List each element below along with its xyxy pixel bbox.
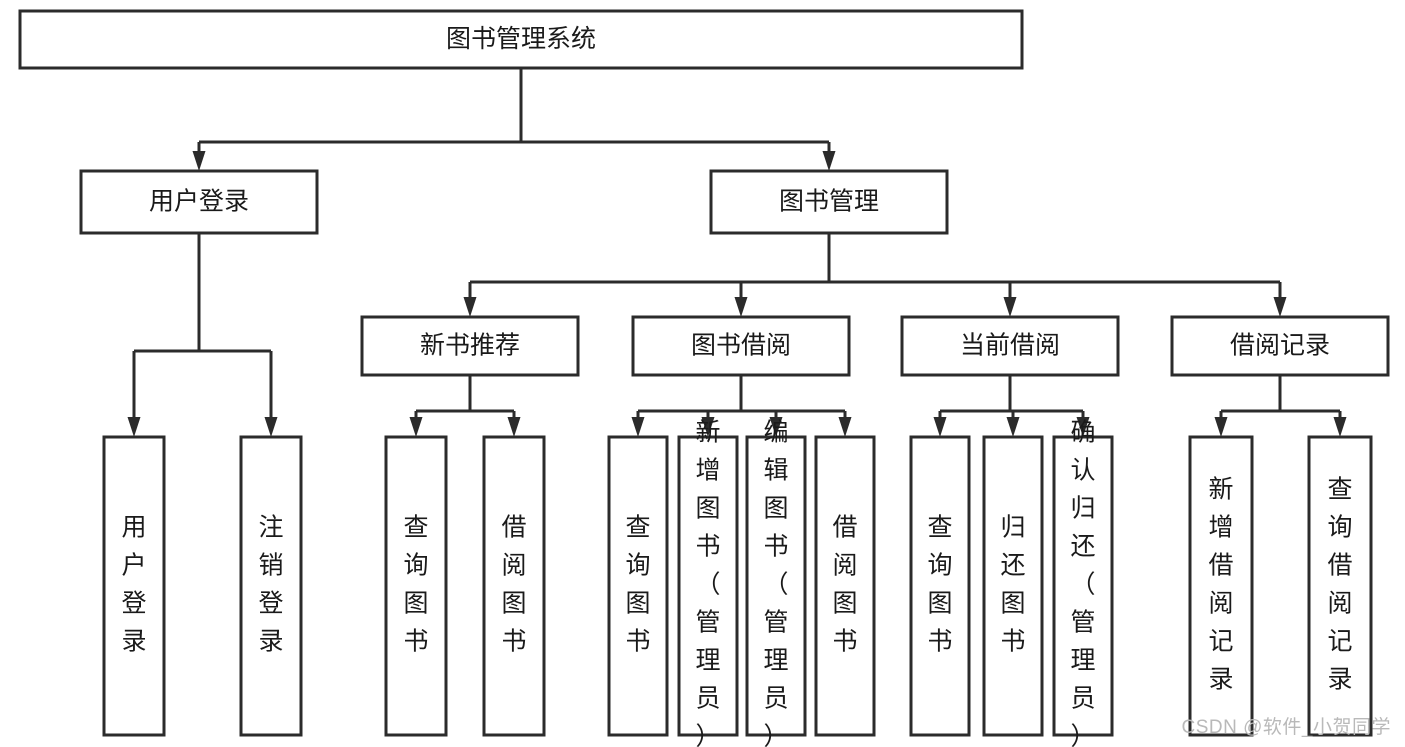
connector-group-borrow-record <box>1214 375 1347 437</box>
arrowhead-icon <box>1006 417 1020 437</box>
node-label: 查询图书 <box>403 514 428 656</box>
connector-group-root <box>192 68 836 171</box>
arrowhead-icon <box>192 151 206 171</box>
node-current-borrow[interactable]: 当前借阅 <box>900 315 1120 377</box>
node-label: 用户登录 <box>149 188 249 216</box>
arrowhead-icon <box>507 417 521 437</box>
node-box <box>79 169 319 235</box>
node-box <box>18 9 1024 70</box>
arrowhead-icon <box>1076 417 1090 437</box>
node-box <box>677 435 739 737</box>
node-box <box>1052 435 1114 737</box>
node-box <box>360 315 580 377</box>
arrowhead-icon <box>1003 297 1017 317</box>
node-book-manage[interactable]: 图书管理 <box>709 169 949 235</box>
edge-layer <box>127 68 1347 437</box>
node-book-borrow[interactable]: 图书借阅 <box>631 315 851 377</box>
arrowhead-icon <box>1214 417 1228 437</box>
arrowhead-icon <box>127 417 141 437</box>
connector-group-book-manage <box>463 233 1287 317</box>
node-box <box>982 435 1044 737</box>
node-label: 借阅记录 <box>1230 332 1330 360</box>
node-box <box>102 435 166 737</box>
node-leaf-return-book[interactable]: 归还图书 <box>982 435 1044 737</box>
node-label: 归还图书 <box>1000 514 1025 656</box>
node-box <box>814 435 876 737</box>
arrowhead-icon <box>463 297 477 317</box>
node-leaf-query-book-1[interactable]: 查询图书 <box>384 435 448 737</box>
node-box <box>1307 435 1373 737</box>
node-leaf-user-logout[interactable]: 注销登录 <box>239 435 303 737</box>
node-label: 新增图书（管理员） <box>695 419 720 747</box>
node-box <box>607 435 669 737</box>
connector-group-user-login <box>127 233 278 437</box>
node-root[interactable]: 图书管理系统 <box>18 9 1024 70</box>
node-leaf-borrow-book-1[interactable]: 借阅图书 <box>482 435 546 737</box>
node-leaf-query-book-2[interactable]: 查询图书 <box>607 435 669 737</box>
node-label: 借阅图书 <box>832 514 857 656</box>
arrowhead-icon <box>264 417 278 437</box>
node-label: 新书推荐 <box>420 332 520 360</box>
node-box <box>482 435 546 737</box>
node-label: 注销登录 <box>258 514 283 656</box>
node-box <box>384 435 448 737</box>
node-box <box>900 315 1120 377</box>
node-label: 查询图书 <box>927 514 952 656</box>
arrowhead-icon <box>701 417 715 437</box>
node-box <box>1188 435 1254 737</box>
arrowhead-icon <box>933 417 947 437</box>
node-label: 当前借阅 <box>960 332 1060 360</box>
arrowhead-icon <box>734 297 748 317</box>
node-new-book-rec[interactable]: 新书推荐 <box>360 315 580 377</box>
node-box <box>239 435 303 737</box>
node-box <box>1170 315 1390 377</box>
arrowhead-icon <box>409 417 423 437</box>
node-leaf-edit-book[interactable]: 编辑图书（管理员） <box>745 419 807 747</box>
node-leaf-add-record[interactable]: 新增借阅记录 <box>1188 435 1254 737</box>
node-leaf-add-book[interactable]: 新增图书（管理员） <box>677 419 739 747</box>
arrowhead-icon <box>1273 297 1287 317</box>
node-label: 确认归还（管理员） <box>1070 419 1095 747</box>
arrowhead-icon <box>631 417 645 437</box>
node-leaf-query-book-3[interactable]: 查询图书 <box>909 435 971 737</box>
node-label: 查询借阅记录 <box>1327 476 1352 694</box>
arrowhead-icon <box>822 151 836 171</box>
arrowhead-icon <box>838 417 852 437</box>
node-box <box>631 315 851 377</box>
node-label: 新增借阅记录 <box>1208 476 1233 694</box>
node-leaf-query-record[interactable]: 查询借阅记录 <box>1307 435 1373 737</box>
node-box <box>709 169 949 235</box>
node-label: 图书管理系统 <box>446 25 596 53</box>
node-label: 图书管理 <box>779 188 879 216</box>
arrowhead-icon <box>1333 417 1347 437</box>
node-box <box>909 435 971 737</box>
node-layer: 图书管理系统用户登录图书管理新书推荐图书借阅当前借阅借阅记录用户登录注销登录查询… <box>18 9 1390 747</box>
node-label: 用户登录 <box>121 514 146 656</box>
node-leaf-confirm-return[interactable]: 确认归还（管理员） <box>1052 419 1114 747</box>
node-label: 查询图书 <box>625 514 650 656</box>
node-label: 图书借阅 <box>691 332 791 360</box>
node-borrow-record[interactable]: 借阅记录 <box>1170 315 1390 377</box>
node-user-login[interactable]: 用户登录 <box>79 169 319 235</box>
connector-group-current-borrow <box>933 375 1090 437</box>
node-label: 编辑图书（管理员） <box>763 419 788 747</box>
node-leaf-user-login[interactable]: 用户登录 <box>102 435 166 737</box>
node-leaf-borrow-book-2[interactable]: 借阅图书 <box>814 435 876 737</box>
arrowhead-icon <box>769 417 783 437</box>
connector-group-book-borrow <box>631 375 852 437</box>
connector-group-new-book-rec <box>409 375 521 437</box>
node-label: 借阅图书 <box>501 514 526 656</box>
node-box <box>745 435 807 737</box>
